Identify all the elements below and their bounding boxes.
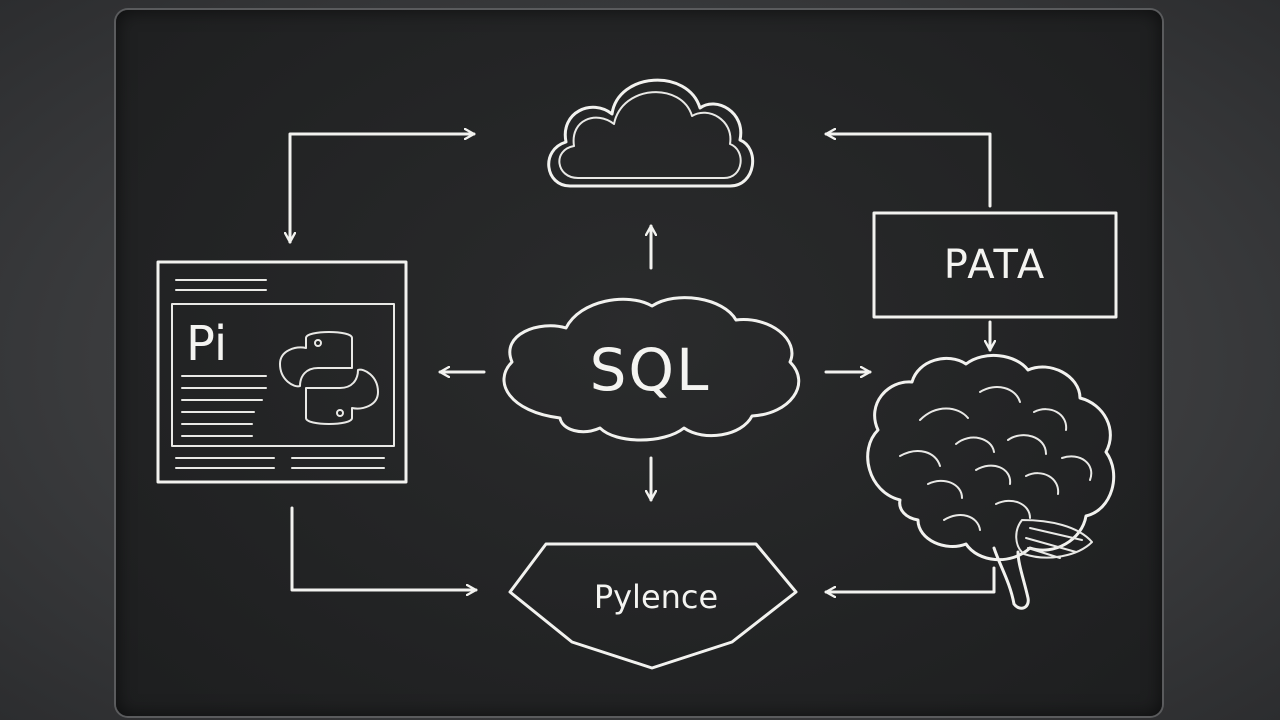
sql-label: SQL [590,336,711,404]
arrow-brain-to-bottom [824,566,996,592]
arrows [290,134,994,592]
python-logo-icon [279,331,379,425]
editor-label: Pi [186,316,227,372]
data-node: PATA [872,211,1118,319]
code-lines [175,375,385,469]
arrow-editor-to-bottom [290,506,478,590]
data-label: PATA [944,242,1047,288]
cloud-icon [547,78,755,188]
arrow-cloud-to-editor [288,134,476,244]
bottom-node: Pylence [508,542,798,670]
bottom-label: Pylence [594,578,718,616]
editor-window: Pi [156,260,408,484]
arrow-data-to-cloud [824,134,992,208]
chalkboard [116,10,1162,716]
sql-node: SQL [502,296,801,442]
brain-icon [866,353,1116,610]
